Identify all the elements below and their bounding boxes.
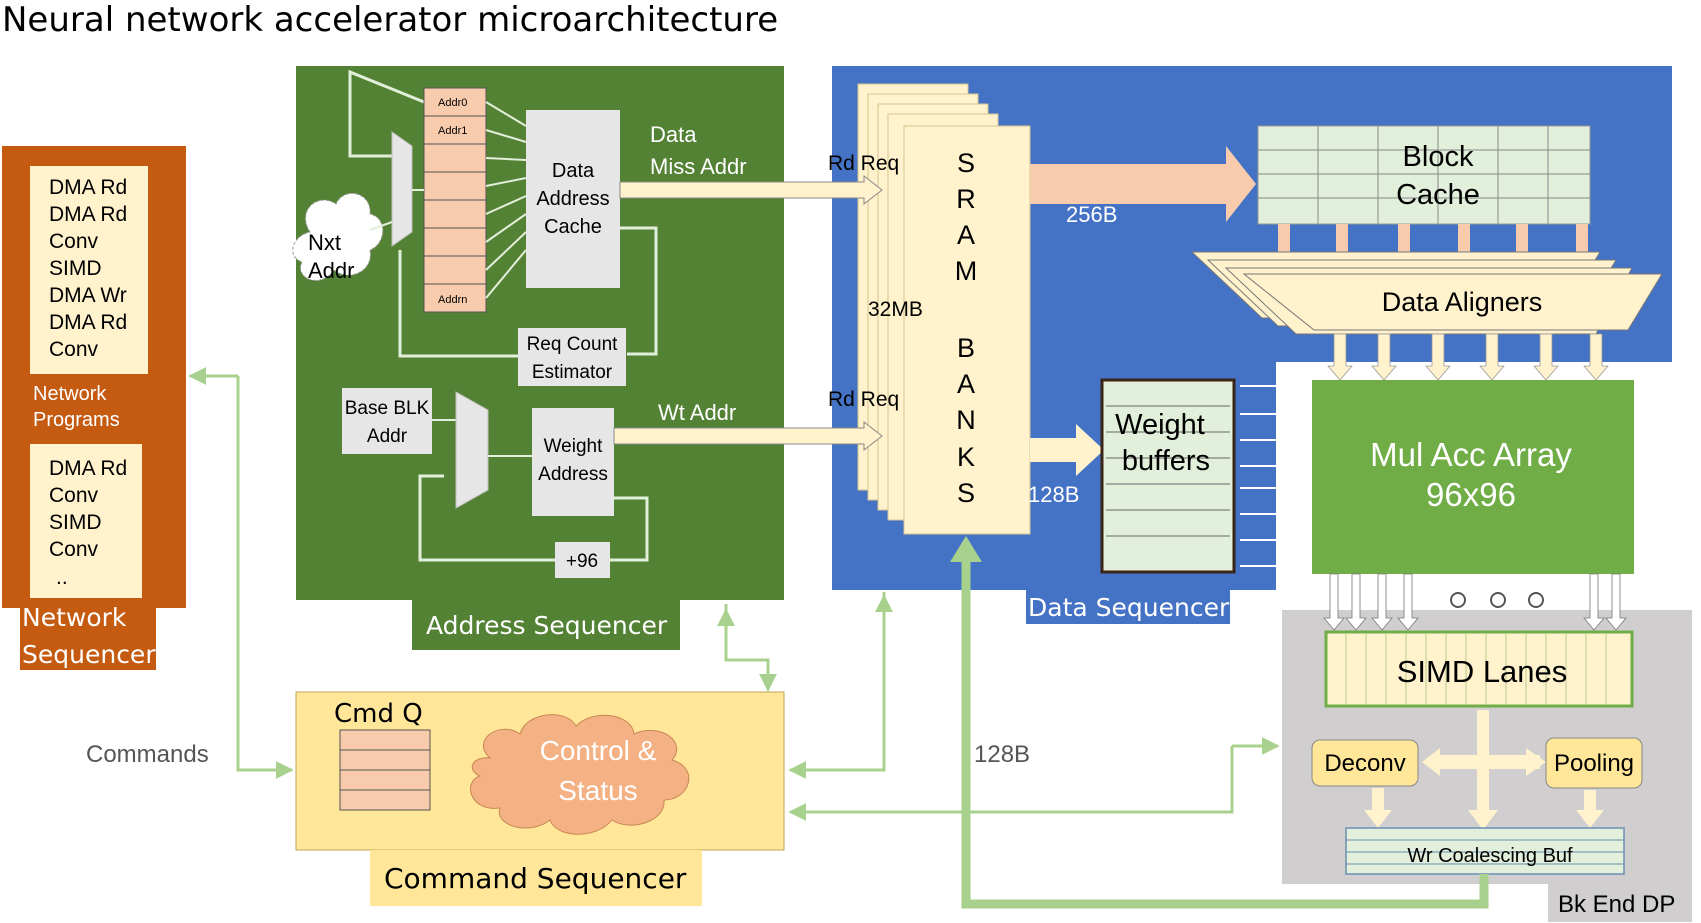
address-sequencer: Address Sequencer Addr0 (292, 66, 784, 650)
bw-128-bottom-label: 128B (974, 741, 1030, 768)
cmd-q (339, 729, 431, 811)
commands-label: Commands (86, 741, 209, 768)
base-blk-addr-label: Base BLK (345, 398, 430, 419)
plus96-label: +96 (566, 551, 598, 572)
program1-item: Conv (49, 338, 99, 361)
nxt-addr-label: Nxt (308, 230, 341, 255)
ellipsis-dots (1450, 592, 1544, 608)
sram-letter: N (956, 405, 976, 435)
block-cache-label: Cache (1396, 179, 1480, 211)
program2-item: .. (56, 566, 68, 589)
data-sequencer: Data Sequencer S R A M B A N K S 32MB Rd… (613, 66, 1672, 624)
base-blk-addr-label: Addr (367, 426, 408, 447)
nxt-addr-cloud: Nxt Addr (292, 193, 384, 283)
data-address-cache-label: Address (536, 188, 609, 210)
program2-item: Conv (49, 484, 99, 507)
data-aligners (1190, 251, 1663, 335)
writeback-path (950, 536, 1489, 909)
program2-item: DMA Rd (49, 457, 127, 480)
sram-letter: R (956, 184, 976, 214)
block-cache-label: Block (1403, 141, 1474, 173)
weight-address-label: Address (538, 464, 608, 485)
wr-coalescing-label: Wr Coalescing Buf (1407, 845, 1573, 867)
program1-item: DMA Wr (49, 284, 127, 307)
control-status-cloud: Control & Status (470, 714, 690, 835)
page-title: Neural network accelerator microarchitec… (2, 0, 778, 40)
network-sequencer-label: Network (22, 603, 127, 632)
rd-req-bottom-label: Rd Req (828, 388, 899, 411)
mac-array: Mul Acc Array 96x96 (1312, 380, 1634, 574)
sram-to-weightbuf-arrow (1030, 424, 1104, 476)
wt-addr-arrow (613, 420, 883, 452)
data-miss-addr-label: Miss Addr (650, 154, 747, 179)
addr-register-file: Addr0 Addr1 Addrn (423, 87, 487, 313)
bw-128-label: 128B (1028, 482, 1079, 507)
deconv-label: Deconv (1324, 750, 1405, 777)
data-address-cache-label: Data (552, 160, 595, 182)
data-aligners-label: Data Aligners (1382, 287, 1543, 317)
weight-address: Weight Address (532, 408, 614, 516)
mac-array-label: 96x96 (1426, 476, 1516, 513)
program2-item: Conv (49, 538, 99, 561)
sram-letter: K (957, 442, 975, 472)
control-connectors (188, 367, 1280, 821)
pooling-label: Pooling (1554, 750, 1634, 777)
nxt-addr-label: Addr (308, 258, 354, 283)
network-programs-label: Network (33, 383, 107, 405)
req-count-estimator: Req Count Estimator (518, 328, 626, 386)
weight-buffers-label: buffers (1122, 445, 1210, 477)
sram-letter: S (957, 148, 975, 178)
sram-letter: B (957, 333, 975, 363)
sram-letter: A (957, 369, 975, 399)
command-sequencer: Command Sequencer Cmd Q Control & Status (295, 691, 785, 906)
req-count-label: Estimator (532, 362, 613, 383)
weight-address-label: Weight (544, 436, 604, 457)
data-sequencer-label: Data Sequencer (1028, 593, 1230, 622)
network-sequencer-label: Sequencer (22, 640, 156, 669)
data-address-cache: Data Address Cache (526, 110, 620, 288)
addrn-label: Addrn (438, 294, 467, 306)
addr0-label: Addr0 (438, 97, 467, 109)
cmd-q-label: Cmd Q (334, 699, 423, 729)
wt-addr-label: Wt Addr (658, 400, 736, 425)
block-cache: Block Cache (1257, 125, 1591, 225)
rd-req-top-label: Rd Req (828, 152, 899, 175)
bk-end-dp-label: Bk End DP (1558, 891, 1675, 918)
pooling-block: Pooling (1545, 737, 1643, 789)
addr1-label: Addr1 (438, 125, 467, 137)
sram-to-cache-arrow (1030, 146, 1256, 222)
data-miss-addr-arrow (619, 174, 883, 206)
control-status-label: Status (558, 775, 637, 806)
control-status-label: Control & (540, 735, 657, 766)
network-sequencer: DMA Rd DMA Rd Conv SIMD DMA Wr DMA Rd Co… (2, 146, 186, 670)
simd-lanes: SIMD Lanes (1324, 630, 1634, 708)
mac-array-label: Mul Acc Array (1370, 436, 1572, 473)
command-sequencer-label: Command Sequencer (384, 862, 687, 895)
program1-item: DMA Rd (49, 176, 127, 199)
wr-coalescing-buf: Wr Coalescing Buf (1345, 827, 1625, 875)
simd-lanes-label: SIMD Lanes (1397, 654, 1568, 689)
data-address-cache-label: Cache (544, 216, 602, 238)
sram-size-label: 32MB (868, 298, 923, 321)
bw-256-label: 256B (1066, 202, 1117, 227)
program1-item: SIMD (49, 257, 102, 280)
program2-item: SIMD (49, 511, 102, 534)
address-sequencer-label: Address Sequencer (426, 611, 668, 640)
sram-letter: A (957, 220, 975, 250)
sram-letter: M (955, 256, 978, 286)
sram-banks (857, 83, 1031, 535)
weight-buffers-label: Weight (1115, 409, 1205, 441)
network-programs-label: Programs (33, 409, 120, 431)
base-blk-addr: Base BLK Addr (342, 388, 432, 454)
plus96-adder: +96 (555, 542, 610, 578)
sram-letter: S (957, 478, 975, 508)
program1-item: DMA Rd (49, 311, 127, 334)
data-miss-addr-label: Data (650, 122, 697, 147)
deconv-block: Deconv (1311, 739, 1419, 787)
req-count-label: Req Count (527, 334, 619, 355)
program1-item: Conv (49, 230, 99, 253)
program1-item: DMA Rd (49, 203, 127, 226)
weight-buffers: Weight buffers (1100, 378, 1236, 574)
